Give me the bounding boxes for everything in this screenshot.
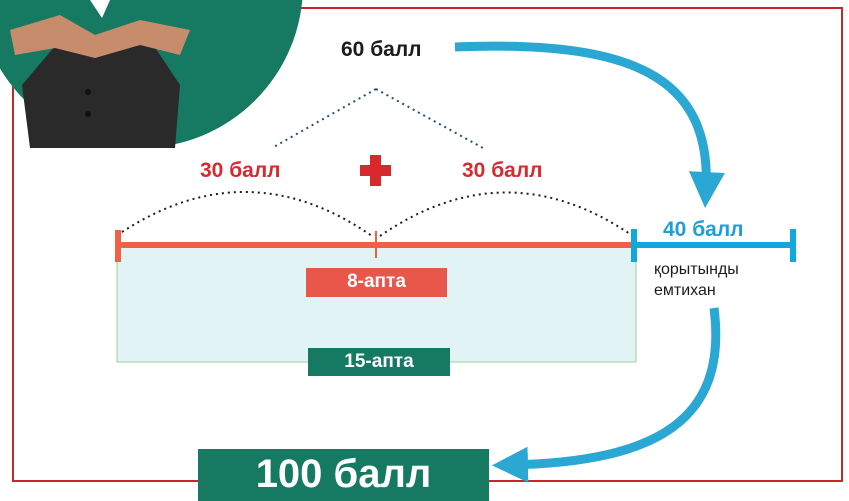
exam-note: қорытынды емтихан [654,259,739,301]
exam-note-line-2: емтихан [654,282,716,299]
teacher-portrait [0,0,303,148]
exam-note-line-1: қорытынды [654,261,739,278]
top-score-label: 60 балл [341,38,422,61]
semester-area [116,246,637,363]
week-8-tag-bg [306,268,447,297]
week-15-label: 15-апта [344,351,414,372]
total-score-bg [198,449,489,501]
right-half-score-label: 30 балл [462,159,543,182]
total-score-label: 100 балл [255,452,432,496]
week-8-label: 8-апта [347,271,406,292]
week-15-tag-bg [308,348,450,376]
exam-score-label: 40 балл [663,218,744,241]
dotted-split-left [271,88,377,149]
arrow-top-to-exam [454,41,725,208]
dotted-arc-right [379,191,631,237]
exam-segment [631,229,796,262]
dotted-arc-left [121,191,373,237]
semester-timeline [115,230,634,262]
plus-icon [360,155,391,186]
left-half-score-label: 30 балл [200,159,281,182]
arrow-exam-to-total [492,307,721,483]
dotted-split-right [375,88,484,149]
